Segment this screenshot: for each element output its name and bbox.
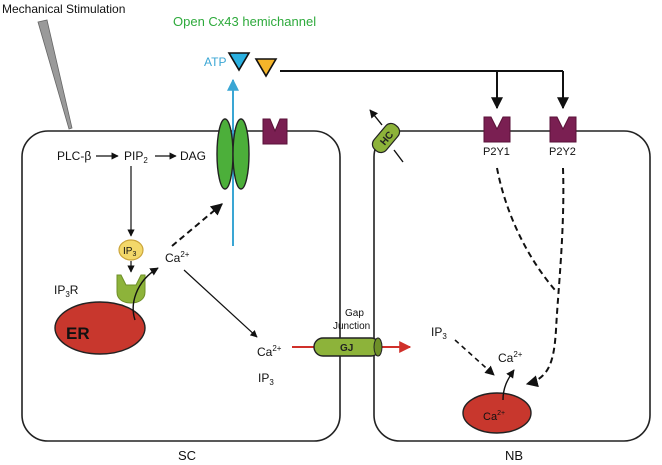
ca-release-arrow xyxy=(132,267,159,321)
sc-ca-label: Ca2+ xyxy=(257,344,282,359)
ip3-molecule xyxy=(118,239,144,261)
plc-beta-label: PLC-β xyxy=(57,149,91,163)
p2y2-receptor-icon xyxy=(549,116,577,143)
nb-ip3-dashed-arrow xyxy=(454,339,495,376)
store-ca-label: Ca2+ xyxy=(483,410,505,423)
er-label: ER xyxy=(66,324,90,343)
p2y1-dashed-pathway xyxy=(496,167,556,291)
p2y1-label: P2Y1 xyxy=(483,146,510,158)
p2y1-receptor-icon xyxy=(483,116,511,143)
ip3-molecule-label: IP3 xyxy=(123,246,136,258)
sc-cell-label: SC xyxy=(178,448,196,463)
hc-release-arrow-2 xyxy=(393,149,404,163)
stimulation-probe-icon xyxy=(37,19,73,130)
sc-receptor-icon xyxy=(262,118,288,145)
cx43-hemichannel-right xyxy=(232,118,250,190)
nb-calcium-store xyxy=(462,392,532,434)
gap-junction-label-line1: Gap xyxy=(345,308,364,319)
hc-release-arrow xyxy=(369,109,383,126)
cx43-hemichannel-left xyxy=(216,118,234,190)
p2y2-label: P2Y2 xyxy=(549,146,576,158)
gj-label: GJ xyxy=(340,343,353,354)
gap-junction-channel: GJ xyxy=(313,337,383,357)
ca-to-gj-arrow xyxy=(183,269,258,338)
gap-junction-label-line2: Junction xyxy=(333,321,370,332)
sc-cell-membrane xyxy=(21,130,341,442)
atp-label: ATP xyxy=(204,55,226,69)
pip2-label: PIP2 xyxy=(124,149,148,165)
p2y2-dashed-pathway xyxy=(525,167,565,388)
nb-store-release-arrow xyxy=(502,369,515,401)
atp-triangle-yellow-icon xyxy=(254,58,278,78)
ip3r-label: IP3R xyxy=(54,283,79,299)
dag-label: DAG xyxy=(180,149,206,163)
ca-label: Ca2+ xyxy=(165,250,190,265)
nb-cell-label: NB xyxy=(505,448,523,463)
er-organelle xyxy=(54,301,146,355)
nb-ca-label: Ca2+ xyxy=(498,350,523,365)
ip3r-receptor-icon xyxy=(116,274,146,304)
sc-ip3-label: IP3 xyxy=(258,371,274,387)
hc-channel-icon: HC xyxy=(371,122,401,154)
ca-to-hemichannel-dashed-arrow xyxy=(171,203,223,247)
mechanical-stimulation-label: Mechanical Stimulation xyxy=(2,2,125,16)
open-cx43-hemichannel-label: Open Cx43 hemichannel xyxy=(173,14,316,29)
nb-ip3-label: IP3 xyxy=(431,325,447,341)
atp-triangle-blue-icon xyxy=(227,52,251,72)
nb-cell-membrane xyxy=(373,130,651,442)
